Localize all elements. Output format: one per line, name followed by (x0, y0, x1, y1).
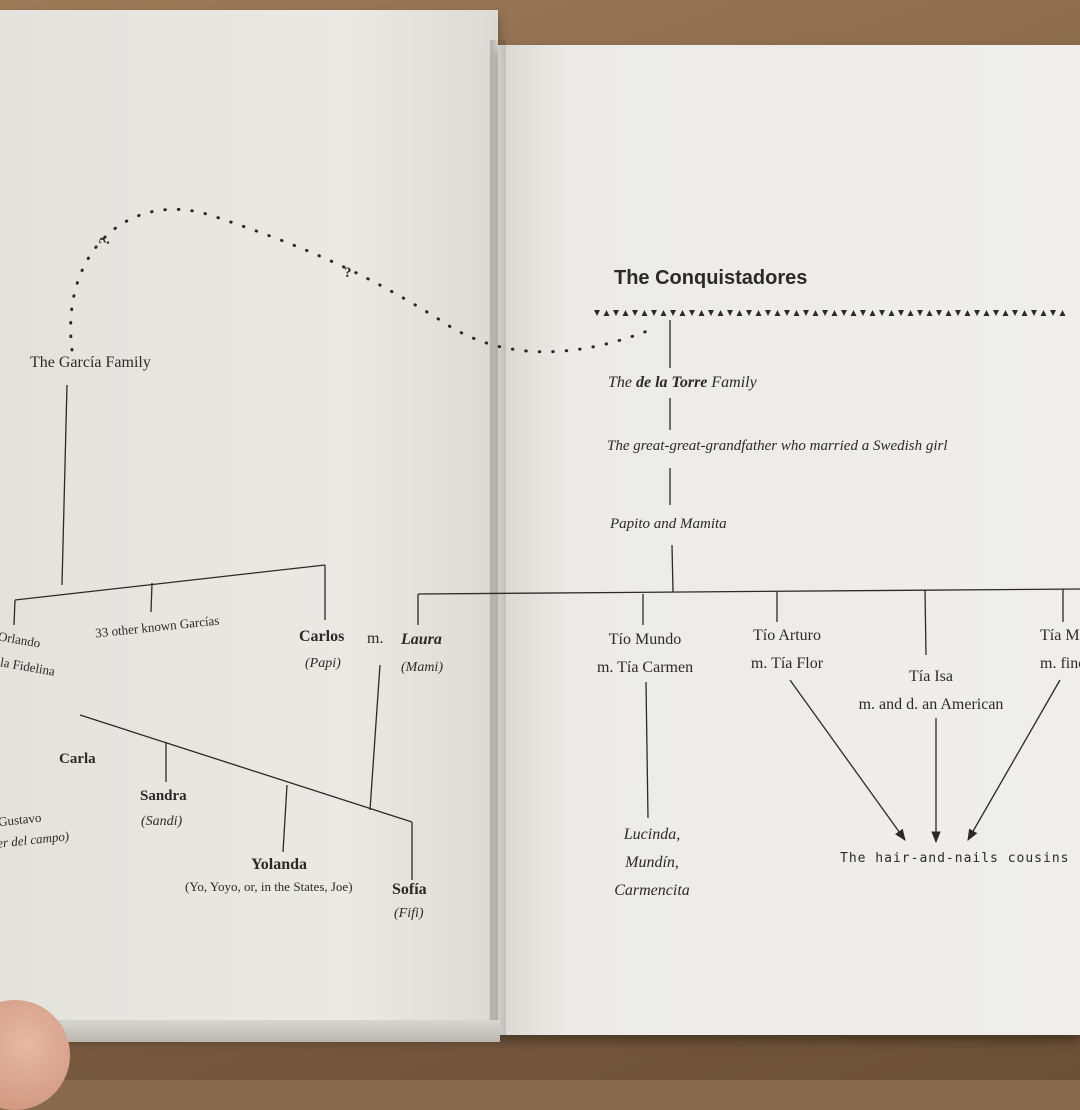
band-triangle (945, 310, 952, 316)
yolanda-label: Yolanda (251, 856, 308, 873)
fifi-label: (Fifi) (394, 906, 424, 921)
band-triangle (983, 310, 990, 316)
band-triangle (727, 310, 733, 316)
tia-carmen-label: m. Tía Carmen (596, 659, 694, 676)
band-triangle (1002, 310, 1009, 316)
carla-label: Carla (59, 751, 96, 767)
band-triangle (1050, 310, 1056, 316)
band-triangle (594, 310, 600, 316)
sandra-label: Sandra (140, 788, 187, 804)
carmencita-label: Carmencita (614, 882, 690, 899)
band-triangle (755, 310, 762, 316)
tio-arturo-label: Tío Arturo (753, 627, 821, 644)
band-triangle (955, 310, 961, 316)
band-triangle (689, 310, 695, 316)
page-edge (0, 1020, 500, 1042)
left-page (0, 10, 498, 1035)
band-triangle (841, 310, 847, 316)
band-triangle (936, 310, 942, 316)
band-triangle (1059, 310, 1066, 316)
carlos-label: Carlos (299, 628, 345, 645)
m-fine-label: m. fine (1040, 655, 1080, 672)
band-triangle (793, 310, 800, 316)
laura-label: Laura (401, 631, 442, 648)
papito-mamita-label: Papito and Mamita (610, 516, 727, 532)
dotted-connection (69, 207, 652, 354)
great-grandfather-label: The great-great-grandfather who married … (607, 438, 948, 454)
band-triangle (736, 310, 743, 316)
band-triangle (622, 310, 629, 316)
band-triangle (774, 310, 781, 316)
band-triangle (660, 310, 667, 316)
garcia-family-label: The García Family (30, 354, 151, 371)
mami-label: (Mami) (401, 660, 443, 675)
band-triangle (879, 310, 885, 316)
band-triangle (888, 310, 895, 316)
band-triangle (964, 310, 971, 316)
band-triangle (717, 310, 724, 316)
band-triangle (632, 310, 638, 316)
band-triangle (907, 310, 914, 316)
papi-label: (Papi) (305, 656, 341, 671)
book-gutter (490, 40, 506, 1035)
band-triangle (698, 310, 705, 316)
band-triangle (926, 310, 933, 316)
de-la-torre-suffix: Family (711, 374, 757, 391)
band-triangle (812, 310, 819, 316)
band-triangle (993, 310, 999, 316)
band-triangle (613, 310, 619, 316)
band-triangle (974, 310, 980, 316)
band-triangle (651, 310, 657, 316)
lucinda-label: Lucinda, (623, 826, 681, 843)
band-triangle (850, 310, 857, 316)
question-mark-2: ? (344, 265, 352, 281)
band-triangle (679, 310, 686, 316)
band-triangle (603, 310, 610, 316)
triangle-band (594, 310, 1066, 316)
band-triangle (898, 310, 904, 316)
tia-isa-label: Tía Isa (909, 668, 953, 685)
band-triangle (869, 310, 876, 316)
conquistadores-heading: The Conquistadores (614, 267, 808, 289)
band-triangle (746, 310, 752, 316)
de-la-torre-family: The de la Torre Family (608, 375, 757, 391)
band-triangle (784, 310, 790, 316)
band-triangle (917, 310, 923, 316)
band-triangle (765, 310, 771, 316)
mundin-label: Mundín, (625, 854, 679, 871)
band-triangle (1031, 310, 1037, 316)
family-tree-lines (13, 207, 1080, 880)
tio-mundo-label: Tío Mundo (608, 631, 682, 648)
band-triangle (803, 310, 809, 316)
band-triangle (831, 310, 838, 316)
tia-mi-label: Tía Mi (1040, 627, 1080, 644)
married-label: m. (367, 630, 384, 647)
tia-flor-label: m. Tía Flor (750, 655, 824, 672)
band-triangle (1012, 310, 1018, 316)
sofia-label: Sofía (392, 881, 427, 898)
de-la-torre-prefix: The (608, 374, 632, 391)
right-page (498, 45, 1080, 1035)
band-triangle (860, 310, 866, 316)
band-triangle (641, 310, 648, 316)
de-la-torre-name: de la Torre (636, 374, 708, 391)
band-triangle (708, 310, 714, 316)
hair-and-nails-cousins-label: The hair-and-nails cousins (840, 851, 1070, 866)
sandi-label: (Sandi) (141, 814, 183, 829)
american-label: m. and d. an American (858, 696, 1004, 713)
band-triangle (670, 310, 676, 316)
band-triangle (822, 310, 828, 316)
band-triangle (1040, 310, 1047, 316)
yolanda-nicknames: (Yo, Yoyo, or, in the States, Joe) (185, 879, 353, 894)
band-triangle (1021, 310, 1028, 316)
